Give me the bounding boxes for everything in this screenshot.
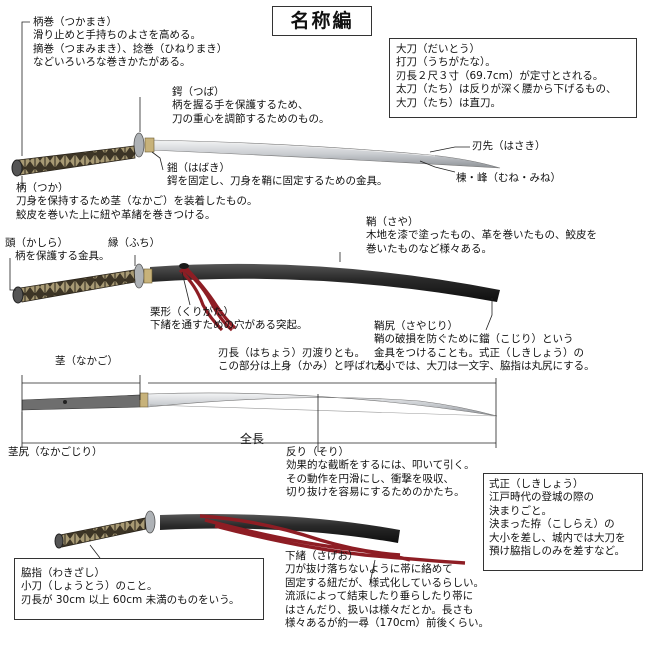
sageo-4: [199, 514, 466, 565]
note-tsuba: 鍔（つば） 柄を握る手を保護するため、 刀の重心を調節するためのもの。: [172, 86, 330, 126]
tsuka-4: [59, 517, 147, 548]
tsuka-2: [19, 269, 136, 303]
note-sori: 反り（そり） 効果的な截断をするには、叩いて引く。 その動作を円滑にし、衝撃を吸…: [286, 446, 475, 500]
sori-line1: 効果的な截断をするには、叩いて引く。: [286, 459, 475, 472]
note-hacho: 刃長（はちょう）刃渡りとも。 この部分は上身（かみ）と呼ばれる。: [218, 347, 397, 374]
tsukamaki-line1: 滑り止めと手持ちのよさを高める。: [33, 29, 201, 42]
tsuba-line2: 刀の重心を調節するためのもの。: [172, 112, 330, 125]
note-kurigata: 栗形（くりがた） 下緒を通すための穴がある突起。: [150, 306, 308, 333]
tsuba-line1: 柄を握る手を保護するため、: [172, 99, 309, 112]
blade-3: [147, 392, 498, 417]
kurigata-line1: 下緒を通すための穴がある突起。: [150, 319, 308, 332]
kojiri-heading: 鞘尻（さやじり）: [374, 320, 458, 332]
sageo-heading: 下緒（さげお）: [285, 550, 359, 562]
sori-heading: 反り（そり）: [286, 446, 349, 458]
habaki-heading: 鎺（はばき）: [167, 162, 230, 174]
habaki-1: [144, 137, 155, 153]
blade-1: [149, 139, 501, 169]
sori-line2: その動作を円滑にし、衝撃を吸収、: [286, 472, 454, 485]
daito-line1: 打刀（うちがたな）。: [396, 56, 496, 69]
tsuka-line2: 鮫皮を巻いた上に紐や革緒を巻きつける。: [16, 208, 216, 221]
wakizashi-line2: 刃長が 30cm 以上 60cm 未満のものをいう。: [21, 593, 240, 606]
tsuka-line1: 刀身を保持するため茎（なかご）を装着したもの。: [16, 195, 258, 208]
daito-line4: 大刀（たち）は直刀。: [396, 96, 501, 109]
hacho-heading: 刃長（はちょう）刃渡りとも。: [218, 347, 365, 359]
sageo-line2: 固定する紐だが、様式化しているらしい。: [285, 576, 484, 589]
sageo-line1: 刀が抜け落ちないように帯に絡めて: [285, 563, 453, 576]
kurigata-2: [179, 263, 189, 269]
bare-blade: [21, 392, 498, 417]
tsuka-1: [17, 145, 136, 176]
kashira-1: [11, 159, 23, 177]
kojiri-line1: 鞘の破損を防ぐために鐺（こじり）という: [374, 333, 574, 346]
tsuba-2: [133, 263, 145, 289]
kurigata-heading: 栗形（くりがた）: [150, 306, 234, 318]
shikisho-line1: 江戸時代の登城の際の: [489, 491, 594, 504]
daito-heading: 大刀（だいとう）: [396, 43, 480, 55]
tsuba-4: [144, 510, 156, 534]
hacho-line1: この部分は上身（かみ）と呼ばれる。: [218, 360, 397, 373]
label-hasaki: 刃先（はさき）: [472, 140, 546, 152]
note-saya: 鞘（さや） 木地を漆で塗ったもの、革を巻いたもの、鮫皮を 巻いたものなど様々ある…: [366, 216, 597, 256]
shikisho-line4: 大小を差し、城内では大刀を: [489, 531, 626, 544]
sageo-line5: 様々あるが約一尋（170cm）前後くらい。: [285, 617, 490, 630]
shikisho-line2: 決まりごと。: [489, 504, 552, 517]
wakizashi-line1: 小刀（しょうとう）のこと。: [21, 580, 158, 593]
saya-line2: 巻いたものなど様々ある。: [366, 242, 492, 255]
daito-unsheathed: [11, 132, 501, 177]
kojiri-line3: 大小では、大刀は一文字、脇指は丸尻にする。: [374, 360, 595, 373]
sageo-2: [178, 266, 237, 332]
tsuba-heading: 鍔（つば）: [172, 86, 225, 98]
tsukamaki-line2: 摘巻（つまみまき）、捻巻（ひねりまき）: [33, 42, 228, 55]
leader-lines: [9, 21, 497, 584]
label-nakago: 茎（なかご）: [55, 355, 118, 367]
shikisho-heading: 式正（しきしょう）: [489, 478, 584, 490]
tsuba-1: [133, 132, 145, 158]
note-kashira: 頭（かしら） 柄を保護する金具。: [5, 237, 110, 264]
saya-heading: 鞘（さや）: [366, 216, 419, 228]
tsukamaki-line3: などいろいろな巻きかたがある。: [33, 56, 191, 69]
tsukamaki-heading: 柄巻（つかまき）: [33, 16, 117, 28]
note-kojiri: 鞘尻（さやじり） 鞘の破損を防ぐために鐺（こじり）という 金具をつけることも。式…: [374, 320, 595, 374]
page-title: 名称編: [272, 6, 372, 36]
note-sageo: 下緒（さげお） 刀が抜け落ちないように帯に絡めて 固定する紐だが、様式化している…: [285, 550, 489, 630]
label-zencho: 全長: [240, 432, 265, 446]
label-fuchi: 縁（ふち）: [108, 237, 161, 249]
label-nakagojiri: 茎尻（なかごじり）: [8, 446, 103, 458]
kashira-line1: 柄を保護する金具。: [15, 250, 110, 263]
sageo-line4: はさんだり、扱いは様々だとか。長さも: [285, 603, 474, 616]
label-mune: 棟・峰（むね・みね）: [456, 172, 561, 184]
shikisho-line3: 決まった拵（こしらえ）の: [489, 518, 615, 531]
saya-2: [150, 263, 500, 302]
tsuka-heading: 柄（つか）: [16, 182, 69, 194]
note-wakizashi-box: 脇指（わきざし） 小刀（しょうとう）のこと。 刃長が 30cm 以上 60cm …: [14, 558, 264, 620]
note-habaki: 鎺（はばき） 鍔を固定し、刀身を鞘に固定するための金具。: [167, 162, 388, 189]
note-shikisho-box: 式正（しきしょう） 江戸時代の登城の際の 決まりごと。 決まった拵（こしらえ）の…: [483, 473, 643, 571]
habaki-line1: 鍔を固定し、刀身を鞘に固定するための金具。: [167, 175, 388, 188]
note-daito-box: 大刀（だいとう） 打刀（うちがたな）。 刃長２尺３寸（69.7cm）が定寸とされ…: [389, 38, 637, 118]
shikisho-line5: 預け脇指しのみを差すなど。: [489, 545, 625, 558]
sori-line3: 切り抜けを容易にするためのかたち。: [286, 486, 465, 499]
wakizashi-heading: 脇指（わきざし）: [21, 567, 105, 579]
nakago-3: [21, 394, 141, 411]
note-tsukamaki: 柄巻（つかまき） 滑り止めと手持ちのよさを高める。 摘巻（つまみまき）、捻巻（ひ…: [33, 16, 227, 70]
daito-line2: 刃長２尺３寸（69.7cm）が定寸とされる。: [396, 69, 604, 82]
kashira-heading: 頭（かしら）: [5, 237, 68, 249]
daito-sheathed: [12, 263, 500, 332]
kojiri-line2: 金具をつけることも。式正（しきしょう）の: [374, 346, 584, 359]
sageo-line3: 流派によって結束したり垂らしたり帯に: [285, 590, 474, 603]
wakizashi-sheathed: [54, 510, 466, 565]
saya-line1: 木地を漆で塗ったもの、革を巻いたもの、鮫皮を: [366, 229, 597, 242]
daito-line3: 太刀（たち）は反りが深く腰から下げるもの、: [396, 83, 617, 96]
note-tsuka: 柄（つか） 刀身を保持するため茎（なかご）を装着したもの。 鮫皮を巻いた上に紐や…: [16, 182, 258, 222]
